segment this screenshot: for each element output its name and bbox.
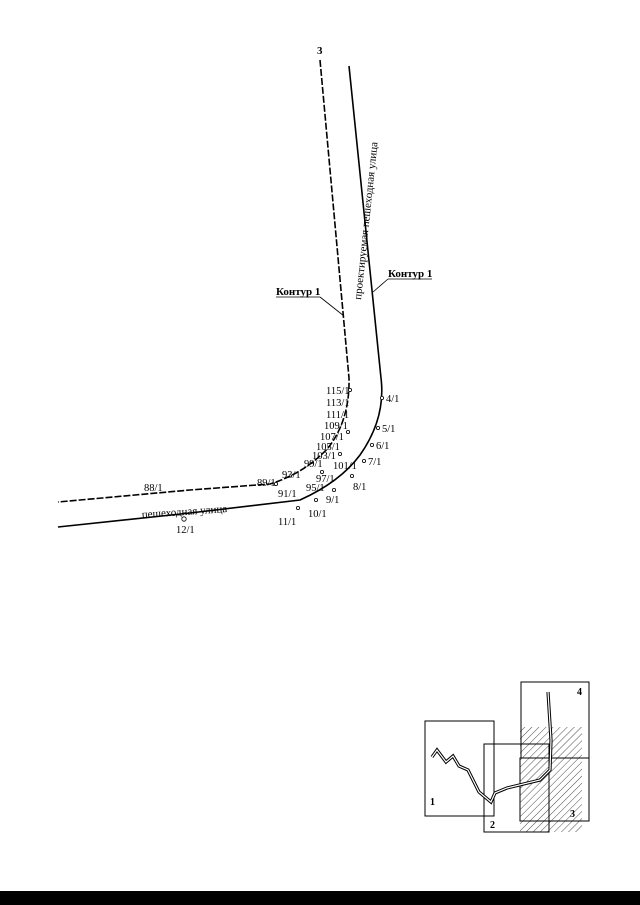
point-11-1 bbox=[295, 505, 300, 510]
inner-boundary-line bbox=[57, 59, 350, 503]
point-5-1 bbox=[375, 425, 380, 430]
svg-text:Контур 1: Контур 1 bbox=[388, 268, 432, 280]
point-label: 111/1 bbox=[326, 410, 349, 421]
key-map-sheet-4 bbox=[520, 681, 590, 759]
point-label: 91/1 bbox=[278, 489, 297, 500]
point-label: 11/1 bbox=[278, 517, 296, 528]
point-label: 8/1 bbox=[353, 482, 366, 493]
point-89-1 bbox=[273, 481, 278, 486]
outer-point-labels: 4/1 5/1 6/1 7/1 8/1 9/1 10/1 11/1 12/1 bbox=[176, 394, 399, 536]
point-label: 4/1 bbox=[386, 394, 399, 405]
point-label: 97/1 bbox=[316, 474, 335, 485]
point-7-1 bbox=[361, 458, 366, 463]
point-label: 93/1 bbox=[282, 470, 301, 481]
point-4-1 bbox=[379, 395, 384, 400]
point-115-1 bbox=[347, 387, 352, 392]
point-label: 7/1 bbox=[368, 457, 381, 468]
point-12-1 bbox=[181, 516, 187, 522]
point-label: 115/1 bbox=[326, 386, 350, 397]
point-label: 88/1 bbox=[144, 483, 163, 494]
street-label-vertical: проектируемая пешеходная улица bbox=[352, 141, 381, 300]
point-label: 6/1 bbox=[376, 441, 389, 452]
survey-points bbox=[181, 387, 384, 522]
point-6-1 bbox=[369, 442, 374, 447]
key-map-label-3: 3 bbox=[570, 809, 575, 820]
point-95-1 bbox=[319, 469, 324, 474]
inner-point-labels: 115/1 113/1 111/1 109/1 107/1 105/1 103/… bbox=[144, 386, 357, 500]
point-label: 105/1 bbox=[316, 442, 340, 453]
point-label: 101/1 bbox=[333, 461, 357, 472]
key-map-sheet-1 bbox=[424, 720, 495, 817]
point-label: 89/1 bbox=[257, 478, 276, 489]
point-9-1 bbox=[331, 487, 336, 492]
key-map-label-2: 2 bbox=[490, 820, 495, 831]
contour-left-callout: Контур 1 bbox=[276, 286, 345, 317]
contour-right-callout: Контур 1 bbox=[372, 268, 432, 293]
key-map: 1 2 3 4 bbox=[424, 681, 590, 833]
point-107-1 bbox=[345, 429, 350, 434]
key-map-sheet-2 bbox=[483, 743, 550, 833]
top-marker: 3 bbox=[317, 45, 323, 57]
point-label: 95/1 bbox=[306, 483, 325, 494]
point-label: 9/1 bbox=[326, 495, 339, 506]
key-map-label-4: 4 bbox=[577, 687, 582, 698]
point-label: 5/1 bbox=[382, 424, 395, 435]
svg-text:Контур 1: Контур 1 bbox=[276, 286, 320, 298]
key-map-label-1: 1 bbox=[430, 797, 435, 808]
point-label: 107/1 bbox=[320, 432, 344, 443]
point-label: 99/1 bbox=[304, 459, 323, 470]
point-label: 109/1 bbox=[324, 421, 348, 432]
point-101-1 bbox=[337, 451, 342, 456]
street-label-horizontal: пешеходная улица bbox=[141, 503, 227, 521]
point-8-1 bbox=[349, 473, 354, 478]
point-10-1 bbox=[313, 497, 318, 502]
point-label: 103/1 bbox=[312, 451, 336, 462]
bottom-border-bar bbox=[0, 891, 640, 905]
point-label: 10/1 bbox=[308, 509, 327, 520]
point-label: 113/1 bbox=[326, 398, 350, 409]
point-label: 12/1 bbox=[176, 525, 195, 536]
